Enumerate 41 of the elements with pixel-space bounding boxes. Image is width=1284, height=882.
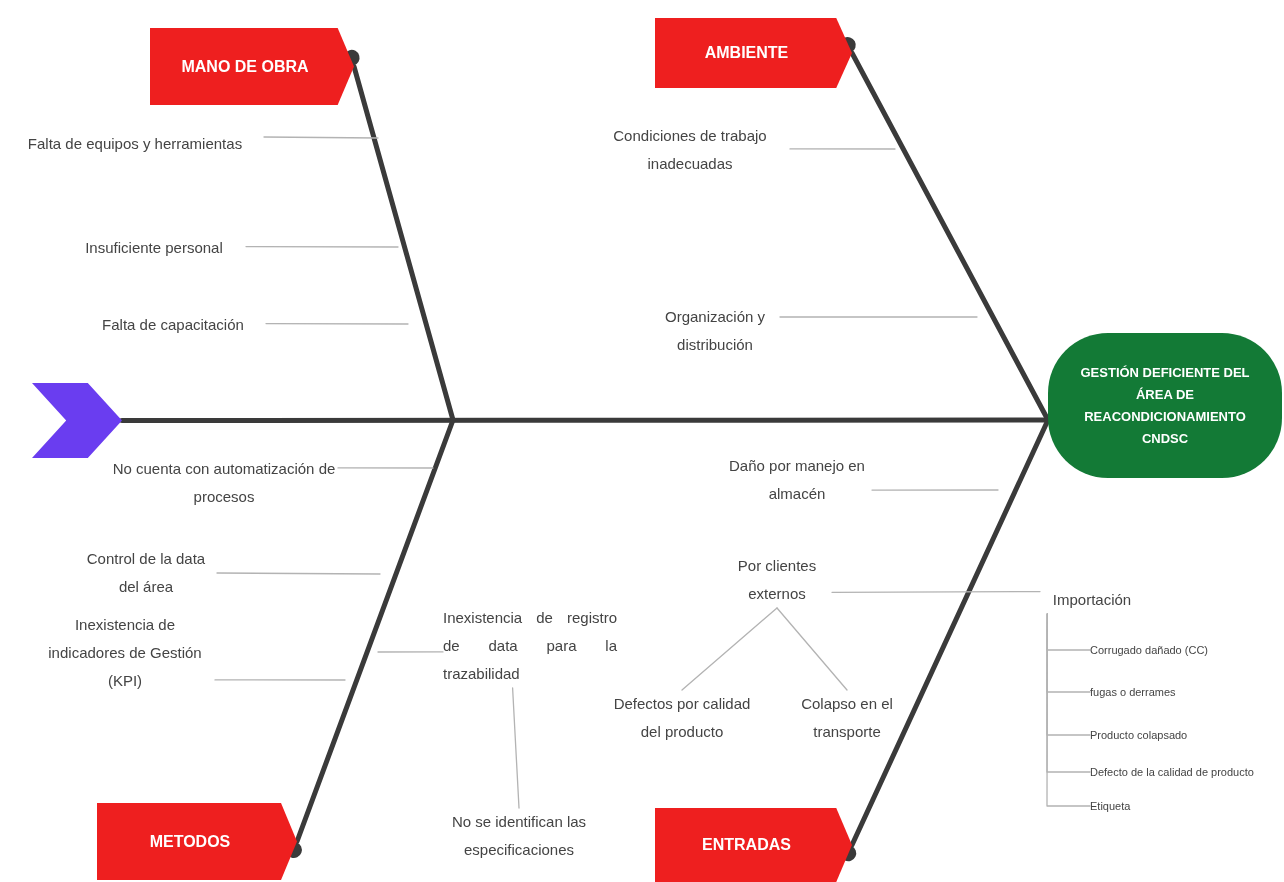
cause-text: No cuenta con automatización de procesos <box>110 455 338 511</box>
sub-cause-text: Defecto de la calidad de producto <box>1090 763 1280 781</box>
cause-text: Daño por manejo en almacén <box>722 452 872 508</box>
category-tag: ENTRADAS <box>655 808 852 882</box>
cause-text: Colapso en el transporte <box>788 690 906 746</box>
cause-text: Defectos por calidad del producto <box>606 690 758 746</box>
leader-line <box>337 467 434 469</box>
tail-chevron <box>32 383 122 458</box>
connector-line <box>776 607 848 691</box>
leader-line <box>263 136 379 139</box>
leader-line <box>245 245 399 248</box>
cause-text: Inexistencia de indicadores de Gestión (KPI) <box>35 611 215 695</box>
leader-line <box>377 651 444 653</box>
leader-line <box>214 679 346 681</box>
cause-text: Falta de capacitación <box>80 311 266 339</box>
connector-line <box>1046 613 1091 807</box>
leader-line <box>871 489 999 491</box>
connector-line <box>831 590 1041 593</box>
leader-line <box>265 322 409 325</box>
sub-cause-text: Producto colapsado <box>1090 726 1280 744</box>
leader-line <box>789 148 896 150</box>
sub-cause-text: fugas o derrames <box>1090 683 1280 701</box>
cause-text: Importación <box>1040 586 1144 614</box>
sub-cause-text: Corrugado dañado (CC) <box>1090 641 1280 659</box>
cause-text: Inexistencia de registro de data para la trazabilidad <box>443 604 617 688</box>
cause-text: Insuficiente personal <box>62 234 246 262</box>
cause-text: Organización y distribución <box>650 303 780 359</box>
effect-box: GESTIÓN DEFICIENTE DEL ÁREA DE REACONDICIONAMIENTO CNDSC <box>1048 333 1282 478</box>
cause-text: No se identifican las especificaciones <box>425 808 613 864</box>
category-tag: MANO DE OBRA <box>150 28 354 105</box>
cause-text: Por clientes externos <box>722 552 832 608</box>
sub-cause-text: Etiqueta <box>1090 797 1280 815</box>
cause-text: Falta de equipos y herramientas <box>6 130 264 158</box>
category-tag: METODOS <box>97 803 297 880</box>
cause-text: Control de la data del área <box>75 545 217 601</box>
leader-line <box>216 572 381 575</box>
connector-line <box>681 607 778 691</box>
leader-line <box>779 316 978 318</box>
connector-line <box>511 687 520 809</box>
cause-text: Condiciones de trabajo inadecuadas <box>590 122 790 178</box>
category-tag: AMBIENTE <box>655 18 852 88</box>
